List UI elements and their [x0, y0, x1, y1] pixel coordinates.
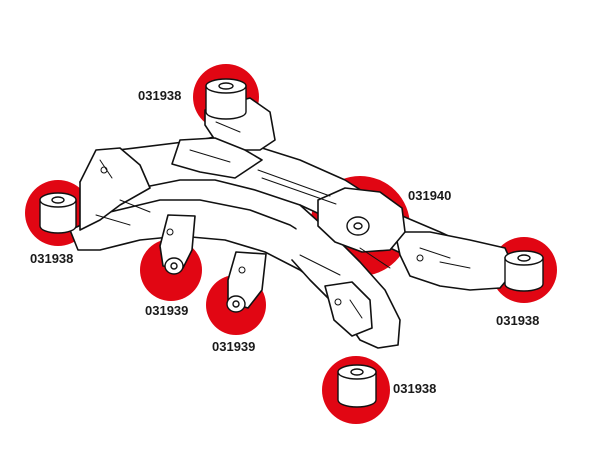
- label-front-mount: 031938: [393, 381, 436, 396]
- bushing-diff-right: [226, 295, 246, 313]
- subframe-body: [69, 97, 521, 349]
- bushing-top-left: [205, 78, 247, 120]
- label-diff-bushing-right: 031939: [212, 339, 255, 354]
- bushing-diff: [346, 216, 370, 236]
- label-diff-mount: 031940: [408, 188, 451, 203]
- label-top-left-mount: 031938: [138, 88, 181, 103]
- label-diff-bushing-left: 031939: [145, 303, 188, 318]
- bushing-diff-left: [164, 257, 184, 275]
- label-left-mount: 031938: [30, 251, 73, 266]
- label-right-mount: 031938: [496, 313, 539, 328]
- bushing-left: [39, 192, 77, 234]
- bushing-right: [504, 250, 544, 292]
- bushing-front: [337, 364, 377, 408]
